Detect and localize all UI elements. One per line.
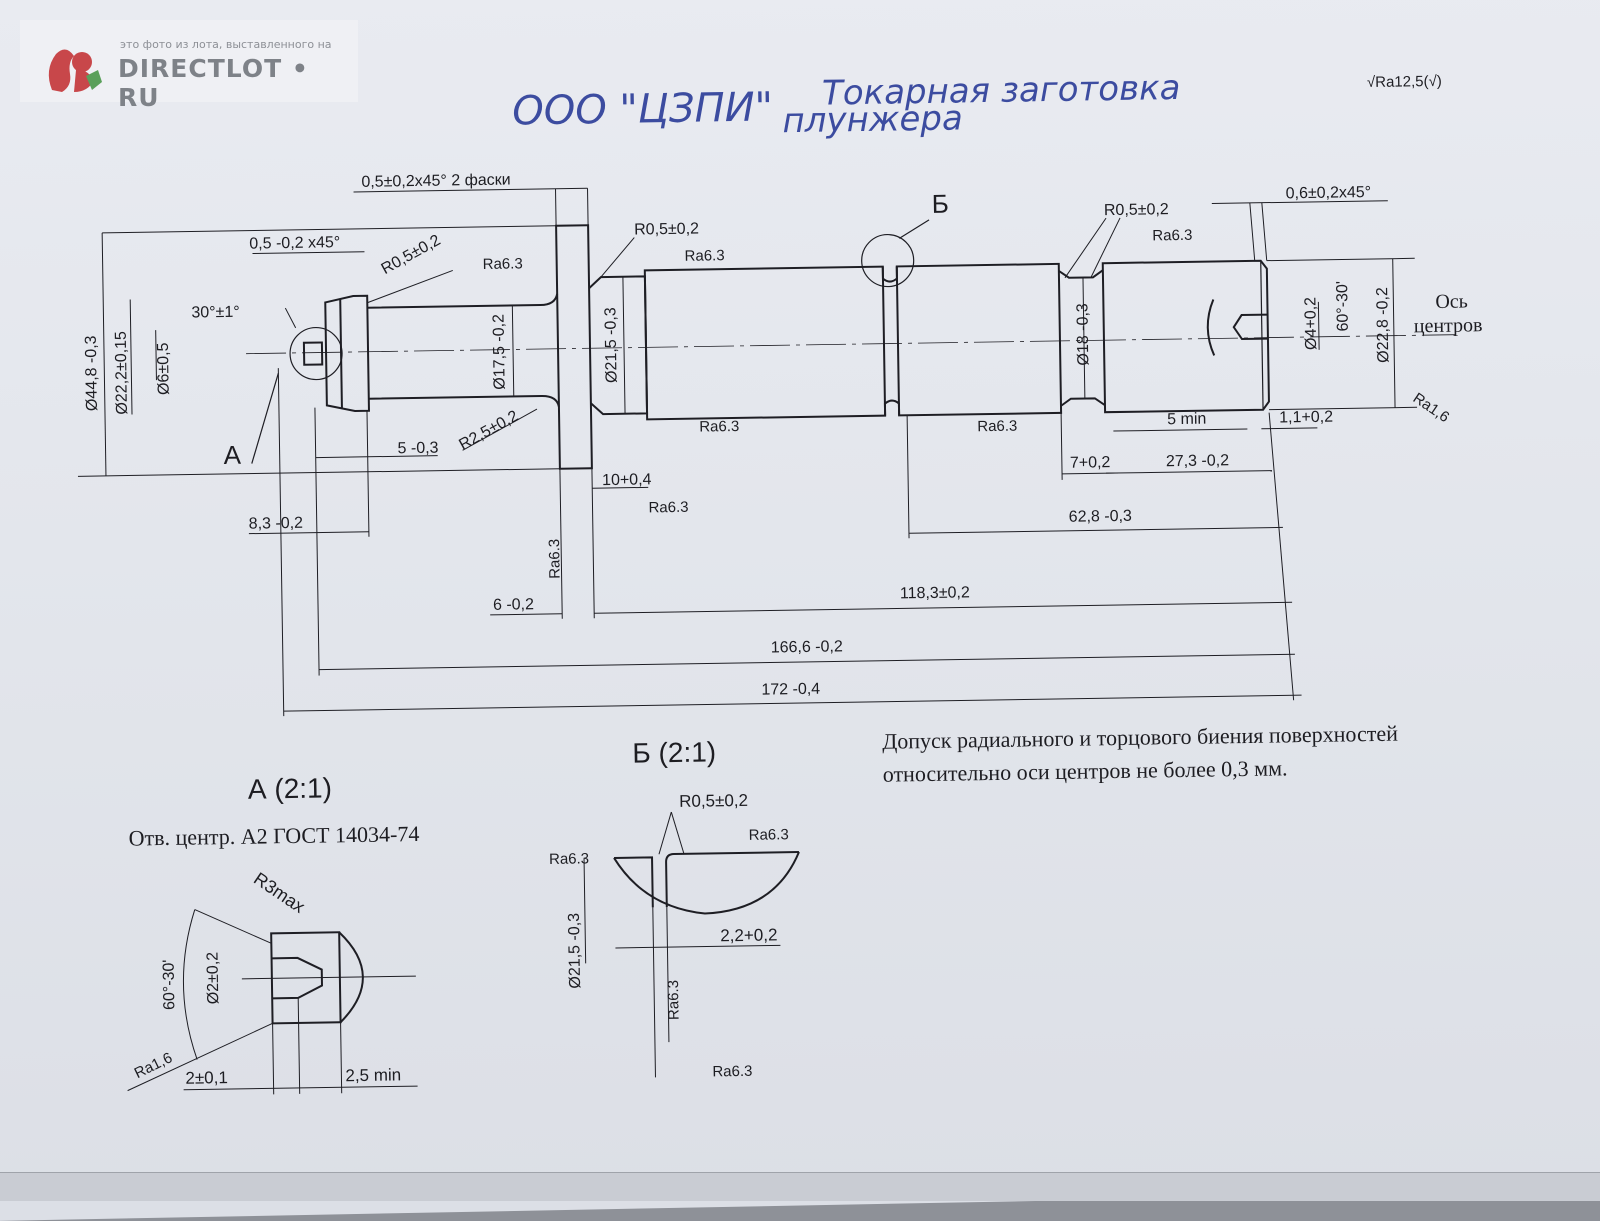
center-hole-left (302, 341, 324, 366)
detail-a-d2: Ø2±0,2 (204, 952, 222, 1005)
axis-label-line2: центров (1414, 314, 1483, 337)
center-hole-right (1232, 313, 1268, 341)
main-shaft (643, 265, 887, 421)
detail-a-circle (289, 326, 343, 381)
detail-a: А (2:1) Отв. центр. А2 ГОСТ 14034-74 R3m… (127, 772, 420, 1095)
detail-b-profile (614, 851, 799, 908)
roughness-mark-5: Ra6.3 (977, 418, 1017, 436)
callout-chamfer-left: 0,5 -0,2 x45° (249, 234, 340, 252)
dim-len-5: 5 -0,3 (397, 440, 438, 458)
detail-a-note: Отв. центр. А2 ГОСТ 14034-74 (128, 821, 419, 851)
dimension-lines (77, 187, 1418, 717)
watermark-caption: это фото из лота, выставленного на (120, 38, 332, 51)
callout-chamfer-right: 0,6±0,2x45° (1286, 184, 1372, 202)
callout-fillet: R2,5±0,2 (456, 408, 521, 454)
roughness-mark-3: Ra6.3 (1152, 227, 1192, 245)
dim-len-118-3: 118,3±0,2 (900, 584, 970, 602)
squirrel-logo-icon (48, 49, 102, 92)
detail-a-len2: 2±0,1 (185, 1068, 228, 1088)
dim-d21: Ø21,5 -0,3 (602, 307, 620, 383)
plunger-outline (302, 224, 1270, 470)
dim-len-5min: 5 min (1167, 411, 1206, 429)
handwritten-company: ООО "ЦЗПИ" (512, 84, 773, 134)
detail-b-roughness-1: Ra6.3 (749, 826, 789, 844)
centre-axis-line (246, 334, 1456, 355)
handwritten-title-line1: Токарная заготовка (822, 68, 1181, 114)
roughness-mark-2: Ra6.3 (684, 247, 724, 265)
roughness-mark-6: Ra6.3 (648, 499, 688, 517)
dim-len-27-3: 27,3 -0,2 (1166, 452, 1230, 470)
roughness-mark-8: Ra1,6 (1410, 390, 1453, 427)
flange (555, 224, 593, 470)
detail-b-arc (613, 851, 800, 915)
general-roughness: √Ra12,5(√) (1367, 73, 1442, 91)
handwritten-title-line2: плунжера (782, 98, 963, 141)
callout-chamfers-top: 0,5±0,2x45° 2 фаски (361, 171, 510, 190)
detail-a-angle: 60°-30' (161, 959, 179, 1010)
roughness-mark-1: Ra6.3 (483, 255, 523, 273)
detail-b-roughness-2: Ra6.3 (549, 850, 589, 868)
dim-d6: Ø6±0,5 (155, 342, 173, 395)
detail-b-roughness-4: Ra6.3 (712, 1063, 752, 1081)
detail-b-roughness-3: Ra6.3 (665, 980, 683, 1020)
dim-len-10: 10+0,4 (602, 471, 652, 489)
dim-len-62-8: 62,8 -0,3 (1069, 508, 1133, 526)
callout-radius-mid: R0,5±0,2 (634, 221, 699, 239)
callout-radius-right: R0,5±0,2 (1104, 201, 1169, 219)
roughness-mark-7: Ra6.3 (546, 539, 564, 579)
detail-b-d21: Ø21,5 -0,3 (566, 913, 584, 989)
detail-b-radius: R0,5±0,2 (679, 791, 748, 811)
detail-a-roughness: Ra1,6 (132, 1049, 175, 1082)
detail-b: Б (2:1) R0,5±0,2 Ra6.3 Ra6.3 Ø21,5 -0,3 … (549, 736, 800, 1081)
detail-b-circle (861, 233, 915, 288)
dim-len-1-1: 1,1+0,2 (1279, 409, 1333, 427)
dim-d17: Ø17,5 -0,2 (490, 314, 508, 390)
dim-d44: Ø44,8 -0,3 (83, 335, 101, 411)
dim-len-172: 172 -0,4 (761, 681, 820, 699)
tolerance-note-line2: относительно оси центров не более 0,3 мм… (883, 755, 1288, 786)
tolerance-note-line1: Допуск радиального и торцового биения по… (882, 721, 1398, 754)
callout-angle-30: 30°±1° (191, 304, 240, 322)
detail-a-len25: 2,5 min (345, 1065, 401, 1085)
watermark-brand: DIRECTLOT • RU (118, 54, 309, 112)
label-a: А (223, 440, 241, 470)
dim-d18: Ø18 -0,3 (1074, 303, 1092, 366)
callout-angle-60: 60°-30' (1334, 281, 1352, 332)
groove-right-bottom (1060, 397, 1106, 407)
dim-len-7: 7+0,2 (1070, 454, 1111, 472)
center-hole-right-arc (1206, 299, 1216, 356)
label-b: Б (932, 189, 950, 219)
axis-label-line1: Ось (1435, 290, 1468, 313)
roughness-mark-4: Ra6.3 (699, 418, 739, 436)
dim-len-166-6: 166,6 -0,2 (771, 638, 843, 656)
dim-d22: Ø22,2±0,15 (113, 331, 131, 415)
detail-a-r3: R3max (250, 868, 308, 917)
watermark: это фото из лота, выставленного на DIREC… (20, 20, 358, 112)
dim-d4: Ø4+0,2 (1302, 297, 1320, 350)
second-section (895, 262, 1063, 417)
detail-b-len22: 2,2+0,2 (720, 925, 777, 945)
callout-radius-left: R0,5±0,2 (379, 232, 444, 278)
groove-right-top (1058, 269, 1104, 279)
detail-b-title: Б (2:1) (632, 736, 716, 768)
page-edge-strip (0, 1172, 1600, 1201)
dim-d228: Ø22,8 -0,2 (1374, 287, 1392, 363)
detail-a-title: А (2:1) (248, 772, 333, 804)
dim-len-6: 6 -0,2 (493, 596, 534, 614)
head-collar (324, 294, 370, 412)
dim-len-8-3: 8,3 -0,2 (249, 515, 304, 533)
